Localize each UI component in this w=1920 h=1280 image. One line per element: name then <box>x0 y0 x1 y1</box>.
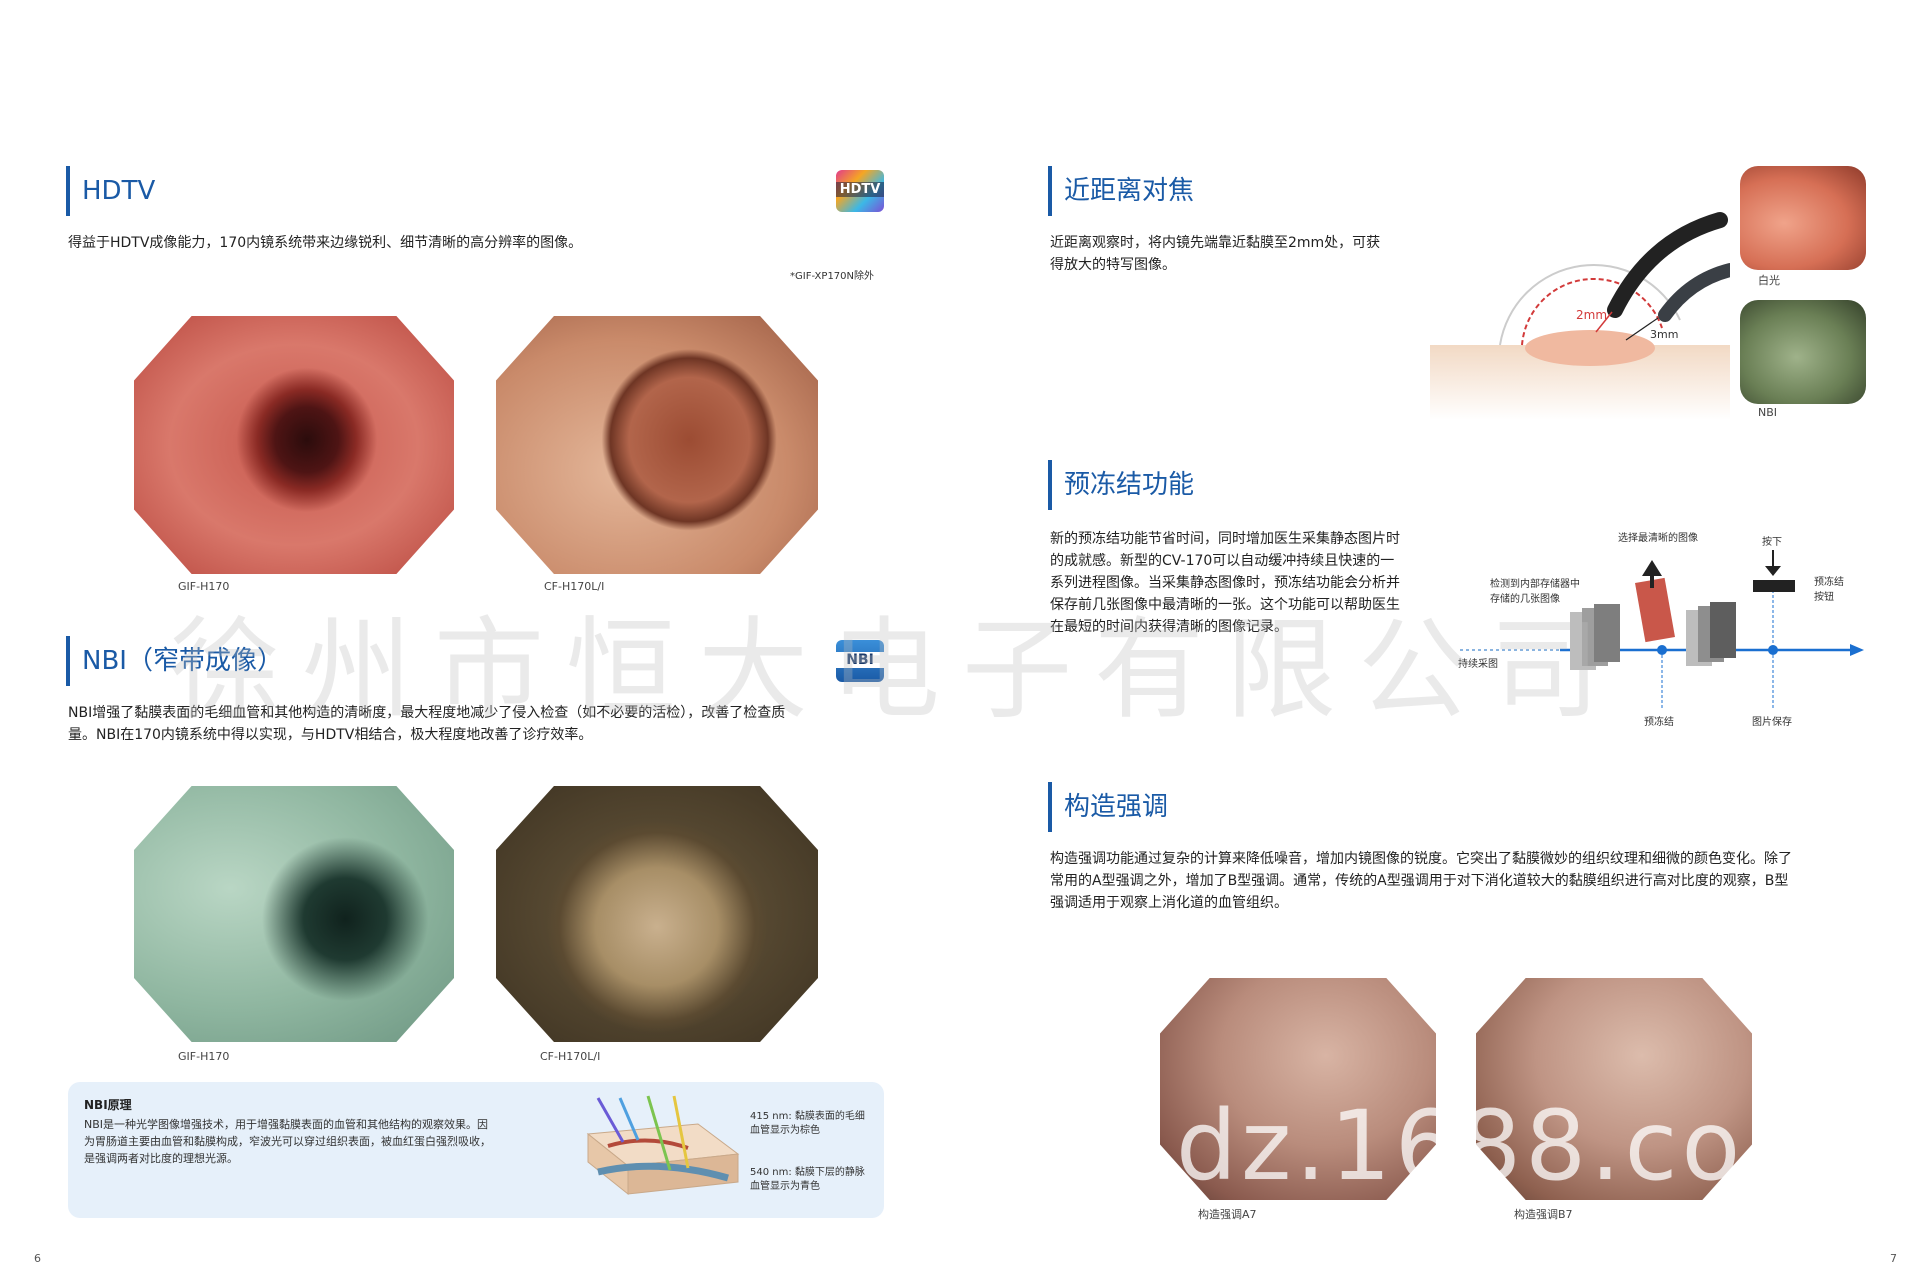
nbi-caption-2: CF-H170L/I <box>540 1050 601 1063</box>
hdtv-badge-label: HDTV <box>836 182 884 197</box>
lesion-bump <box>1525 330 1655 366</box>
light-540-b <box>672 1095 690 1169</box>
structure-caption-b7: 构造强调B7 <box>1514 1208 1573 1221</box>
timeline-arrowhead <box>1850 644 1864 656</box>
hdtv-text: 得益于HDTV成像能力，170内镜系统带来边缘锐利、细节清晰的高分辨率的图像。 <box>68 235 583 251</box>
near-focus-line2: 得放大的特写图像。 <box>1050 257 1176 273</box>
prefreeze-point <box>1657 645 1667 655</box>
distance-2mm-line <box>1595 311 1613 333</box>
buffer-frame-3 <box>1594 604 1620 662</box>
prefreeze-title: 预冻结功能 <box>1048 460 1194 510</box>
near-image-white-light <box>1740 166 1866 270</box>
hdtv-image-colon <box>496 316 818 574</box>
structure-line2: 常用的A型强调之外，增加了B型强调。通常，传统的A型强调用于对下消化道较大的黏膜… <box>1050 873 1789 889</box>
best-frame-arrow <box>1642 560 1662 576</box>
focus-arc-outer <box>1499 264 1681 346</box>
page-number-right: 7 <box>1890 1252 1897 1265</box>
label-button-1: 预冻结 <box>1814 577 1844 588</box>
light-540-a <box>646 1095 672 1171</box>
near-focus-title: 近距离对焦 <box>1048 166 1194 216</box>
near-focus-diagram <box>1430 212 1730 420</box>
hdtv-note: *GIF-XP170N除外 <box>790 271 875 282</box>
label-button-2: 按钮 <box>1814 592 1834 603</box>
structure-image-b7 <box>1476 978 1752 1200</box>
press-arrow <box>1765 566 1781 576</box>
label-2mm: 2mm <box>1576 308 1608 322</box>
structure-image-a7 <box>1160 978 1436 1200</box>
label-540-line1: 540 nm: 黏膜下层的静脉 <box>750 1167 865 1178</box>
nbi-image-colon <box>496 786 818 1042</box>
buffer-frame-6 <box>1710 602 1736 658</box>
prefreeze-line1: 新的预冻结功能节省时间，同时增加医生采集静态图片时 <box>1050 531 1400 547</box>
nbi-principle-diagram <box>586 1095 740 1196</box>
near-focus-line1: 近距离观察时，将内镜先端靠近黏膜至2mm处，可获 <box>1050 235 1381 251</box>
nbi-text-line2: 量。NBI在170内镜系统中得以实现，与HDTV相结合，极大程度地改善了诊疗效率… <box>68 727 593 743</box>
label-prefreeze: 预冻结 <box>1644 717 1674 728</box>
near-caption-white: 白光 <box>1758 274 1780 287</box>
nbi-principle-line3: 是强调两者对比度的理想光源。 <box>84 1152 238 1165</box>
near-caption-nbi: NBI <box>1758 406 1778 419</box>
prefreeze-diagram <box>1460 550 1864 710</box>
hdtv-image-esophagus <box>134 316 454 574</box>
label-415-line1: 415 nm: 黏膜表面的毛细 <box>750 1111 865 1122</box>
nbi-text-line1: NBI增强了黏膜表面的毛细血管和其他构造的清晰度，最大程度地减少了侵入检查（如不… <box>68 705 786 721</box>
label-continuous: 持续采图 <box>1458 659 1498 670</box>
page-number-left: 6 <box>34 1252 41 1265</box>
nbi-image-esophagus <box>134 786 454 1042</box>
scope-1 <box>1607 212 1728 318</box>
scope-2 <box>1658 263 1730 322</box>
hdtv-title: HDTV <box>66 166 155 216</box>
distance-3mm-line <box>1625 317 1659 341</box>
prefreeze-line4: 保存前几张图像中最清晰的一张。这个功能可以帮助医生 <box>1050 597 1400 613</box>
nbi-principle-line2: 为胃肠道主要由血管和黏膜构成，窄波光可以穿过组织表面，被血红蛋白强烈吸收， <box>84 1135 491 1148</box>
nbi-title: NBI（窄带成像） <box>66 636 283 686</box>
nbi-badge: NBI <box>836 640 884 682</box>
light-415-b <box>618 1097 640 1141</box>
nbi-principle-line1: NBI是一种光学图像增强技术，用于增强黏膜表面的血管和其他结构的观察效果。因 <box>84 1118 489 1131</box>
label-save: 图片保存 <box>1752 717 1792 728</box>
hdtv-caption-2: CF-H170L/I <box>544 580 605 593</box>
label-best-image: 选择最清晰的图像 <box>1618 533 1698 544</box>
freeze-button <box>1753 580 1795 592</box>
hdtv-badge: HDTV <box>836 170 884 212</box>
label-415-line2: 血管显示为棕色 <box>750 1125 820 1136</box>
nbi-caption-1: GIF-H170 <box>178 1050 230 1063</box>
structure-line1: 构造强调功能通过复杂的计算来降低噪音，增加内镜图像的锐度。它突出了黏膜微妙的组织… <box>1050 851 1792 867</box>
prefreeze-line5: 在最短的时间内获得清晰的图像记录。 <box>1050 619 1288 635</box>
best-frame <box>1635 577 1675 643</box>
prefreeze-line3: 系列进程图像。当采集静态图像时，预冻结功能会分析并 <box>1050 575 1400 591</box>
light-415-a <box>596 1097 625 1143</box>
label-540-line2: 血管显示为青色 <box>750 1181 820 1192</box>
label-buffer-2: 存储的几张图像 <box>1490 594 1560 605</box>
nbi-principle-title: NBI原理 <box>84 1098 132 1112</box>
label-press: 按下 <box>1762 537 1782 548</box>
structure-line3: 强调适用于观察上消化道的血管组织。 <box>1050 895 1288 911</box>
near-image-nbi <box>1740 300 1866 404</box>
focus-arc-inner <box>1521 277 1663 346</box>
nbi-principle-panel <box>68 1082 884 1218</box>
structure-title: 构造强调 <box>1048 782 1168 832</box>
nbi-badge-label: NBI <box>836 652 884 668</box>
vessel-shallow <box>607 1138 689 1150</box>
vessel-deep <box>597 1162 729 1182</box>
label-3mm: 3mm <box>1650 328 1679 341</box>
structure-caption-a7: 构造强调A7 <box>1198 1208 1257 1221</box>
prefreeze-line2: 的成就感。新型的CV-170可以自动缓冲持续且快速的一 <box>1050 553 1395 569</box>
label-buffer-1: 检测到内部存储器中 <box>1490 579 1580 590</box>
hdtv-caption-1: GIF-H170 <box>178 580 230 593</box>
